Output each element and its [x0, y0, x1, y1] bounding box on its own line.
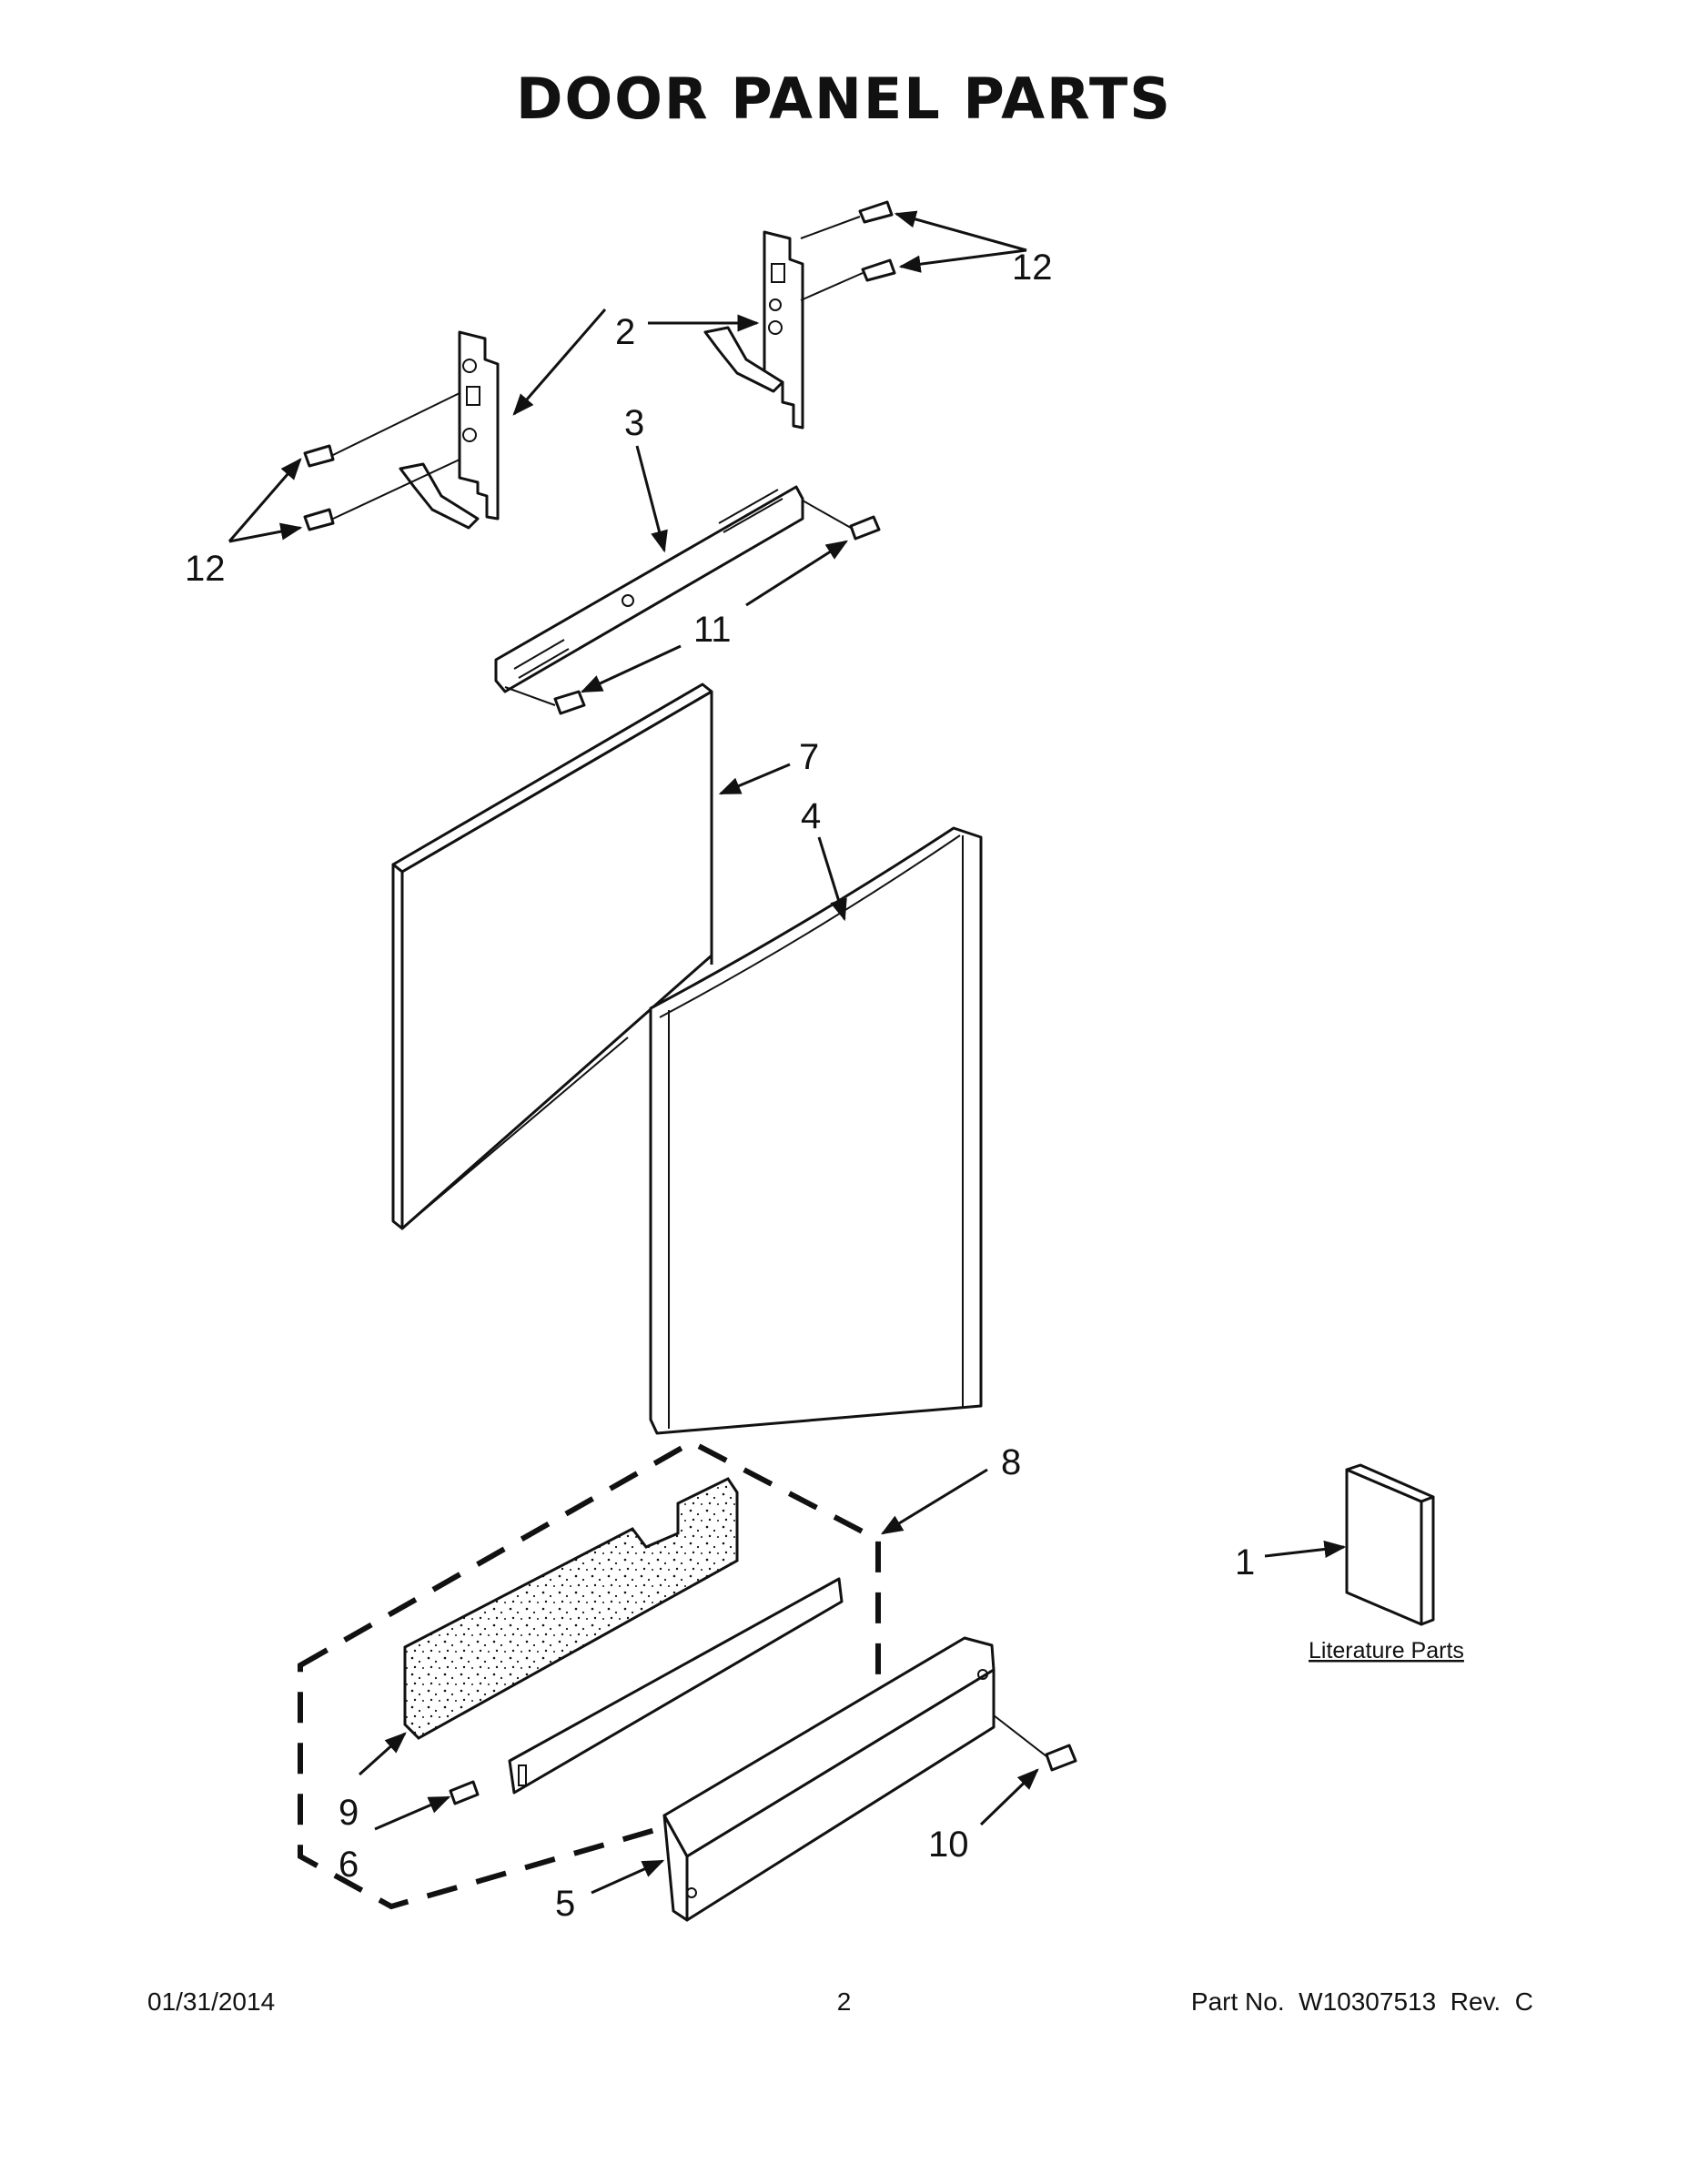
- footer-page-number: 2: [836, 1987, 852, 2016]
- callout-4: 4: [801, 796, 821, 836]
- upper-bracket-rail: [494, 485, 804, 693]
- hinge-screw: [303, 200, 896, 531]
- callout-12-left: 12: [185, 549, 226, 589]
- callout-11: 11: [693, 610, 732, 650]
- insulation-foam: [403, 1477, 739, 1740]
- callout-2: 2: [615, 312, 635, 352]
- hinge-bracket-right: [703, 230, 804, 430]
- footer-date: 01/31/2014: [147, 1987, 276, 2016]
- callout-1: 1: [1235, 1542, 1255, 1582]
- callout-12-top: 12: [1012, 248, 1053, 288]
- hinge-bracket-left: [399, 330, 500, 530]
- page-title: DOOR PANEL PARTS: [516, 66, 1172, 132]
- retainer-strip: [508, 1577, 844, 1795]
- toe-panel: [662, 1636, 996, 1922]
- callout-10: 10: [928, 1825, 969, 1865]
- callout-5: 5: [555, 1884, 575, 1924]
- door-inner-panel: [391, 682, 713, 1230]
- clip: [449, 1780, 480, 1805]
- footer-part-number: Part No. W10307513 Rev. C: [1190, 1987, 1533, 2016]
- literature-parts-label: Literature Parts: [1309, 1638, 1464, 1663]
- callout-6: 6: [339, 1845, 359, 1885]
- toe-panel-screw: [1045, 1744, 1077, 1772]
- callout-7: 7: [799, 737, 819, 777]
- rail-screw: [553, 515, 881, 715]
- callout-9: 9: [339, 1793, 359, 1833]
- callout-8: 8: [1001, 1442, 1021, 1482]
- callout-3: 3: [624, 403, 644, 443]
- literature-book: [1345, 1463, 1435, 1626]
